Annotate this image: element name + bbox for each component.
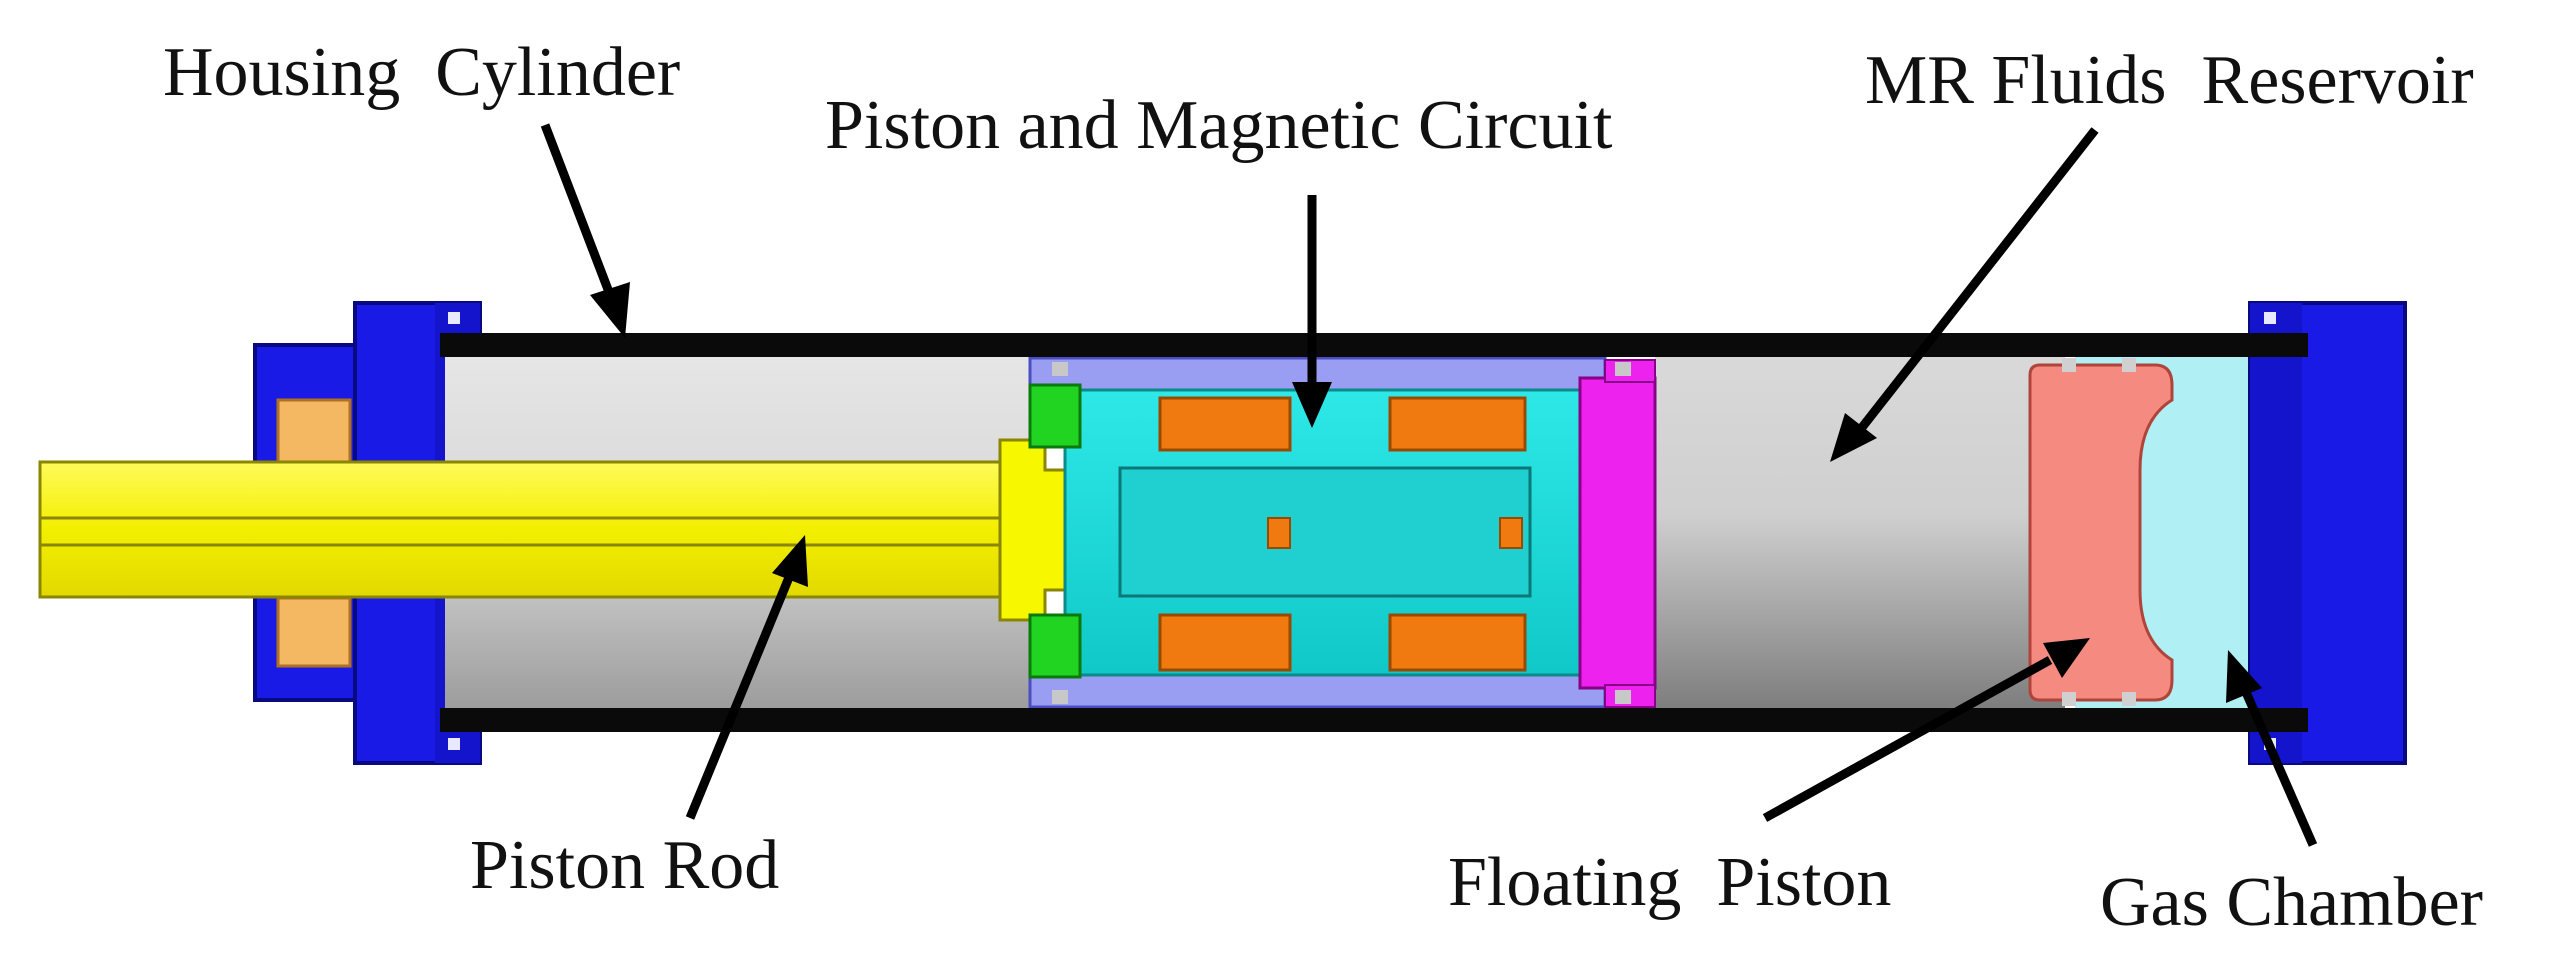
arrow-reservoir-shaft xyxy=(1856,127,2099,433)
label-gas-chamber: Gas Chamber xyxy=(2100,864,2483,941)
sleeve-notch-3 xyxy=(1052,690,1068,704)
floating-piston xyxy=(2028,363,2174,702)
rod-main xyxy=(38,460,1042,599)
piston-assembly xyxy=(1028,356,1657,709)
coil-top-left xyxy=(1158,396,1292,452)
label-piston-rod: Piston Rod xyxy=(470,827,779,904)
core-pin-right xyxy=(1499,517,1523,549)
floating-piston-notch-2 xyxy=(2122,358,2136,372)
coil-bottom-left xyxy=(1158,613,1292,672)
arrow-housing-cylinder-head xyxy=(590,282,630,338)
piston-inner-bore xyxy=(1118,466,1532,598)
cylinder-wall-top xyxy=(440,333,2308,357)
floating-piston-notch-4 xyxy=(2122,692,2136,706)
label-mr-fluids-reservoir: MR Fluids Reservoir xyxy=(1865,42,2474,119)
piston-rod xyxy=(38,438,1122,622)
piston-ring xyxy=(1578,376,1657,690)
coil-top-right xyxy=(1388,396,1527,452)
cylinder-wall-bottom xyxy=(440,708,2308,732)
label-housing-cylinder: Housing Cylinder xyxy=(163,34,680,111)
arrows xyxy=(540,123,2318,847)
mr-fluid-reservoir xyxy=(1655,355,2065,710)
sleeve-notch-2 xyxy=(1615,362,1631,376)
arrow-floating-piston-head xyxy=(2043,638,2090,678)
magnetic-sleeve-bottom xyxy=(1028,673,1607,709)
right-cap-notch-top xyxy=(2264,312,2276,324)
label-piston-magnetic-circuit: Piston and Magnetic Circuit xyxy=(825,87,1613,164)
rod-seal-upper xyxy=(276,398,352,464)
sleeve-notch-1 xyxy=(1052,362,1068,376)
sleeve-notch-4 xyxy=(1615,690,1631,704)
coil-bottom-right xyxy=(1388,613,1527,672)
left-cap-notch-top xyxy=(448,312,460,324)
right-end-cap xyxy=(2248,301,2407,765)
core-pin-left xyxy=(1267,517,1291,549)
arrow-gas-chamber-head xyxy=(2226,650,2262,703)
floating-piston-notch-1 xyxy=(2062,358,2076,372)
rod-seal-lower xyxy=(276,596,352,668)
seal-green-lower xyxy=(1028,613,1082,679)
arrow-gas-chamber-shaft xyxy=(2240,688,2318,847)
arrow-piston-rod-shaft xyxy=(685,573,795,820)
label-floating-piston: Floating Piston xyxy=(1448,844,1891,921)
seal-green-upper xyxy=(1028,383,1082,449)
arrow-piston-magnetic-head xyxy=(1292,382,1332,428)
floating-piston-notch-3 xyxy=(2062,692,2076,706)
left-cap-notch-bottom xyxy=(448,738,460,750)
right-cap-inner xyxy=(2250,303,2302,763)
arrow-housing-cylinder-shaft xyxy=(540,123,617,302)
arrow-reservoir-head xyxy=(1830,413,1877,462)
arrow-piston-rod-head xyxy=(772,535,808,587)
arrow-floating-piston-shaft xyxy=(1762,656,2053,822)
